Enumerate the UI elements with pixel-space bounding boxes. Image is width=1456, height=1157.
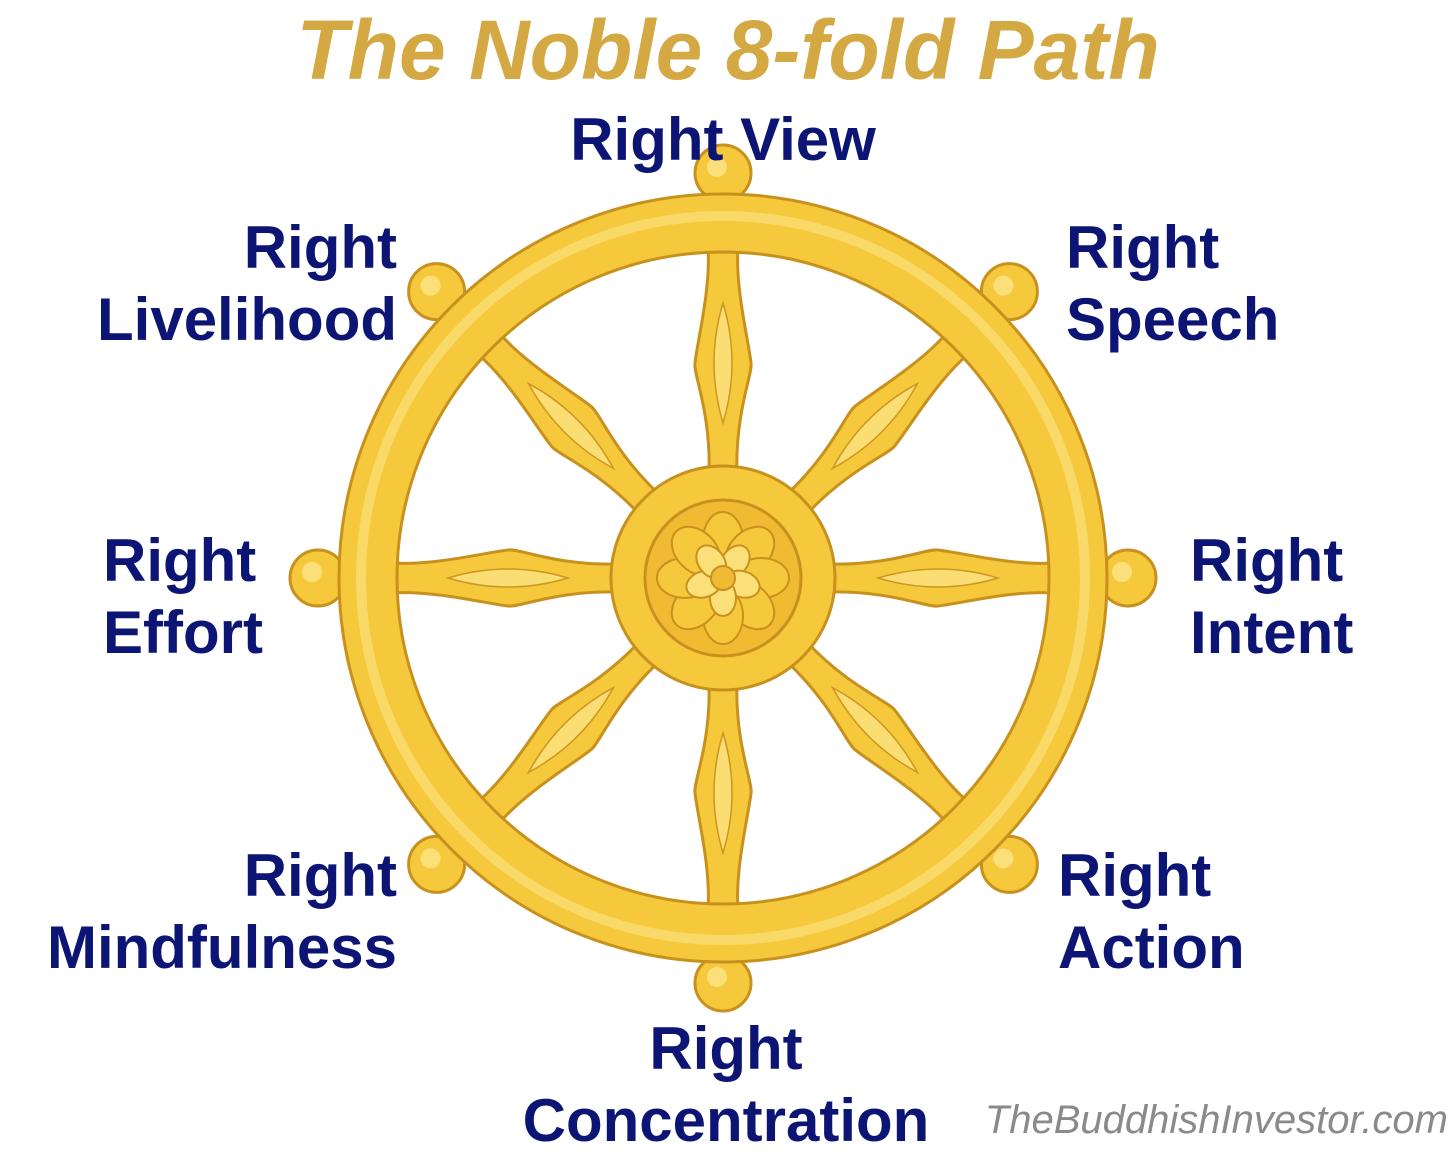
label-right-effort: Right Effort (103, 527, 263, 666)
watermark: TheBuddhishInvestor.com (984, 1098, 1448, 1142)
spoke-left (391, 548, 620, 608)
spoke-top (693, 246, 753, 475)
spoke-top-right (785, 331, 970, 516)
wheel-spokes (391, 246, 1055, 910)
wheel-rim (337, 192, 1109, 964)
wheel-knobs (288, 143, 1158, 1013)
lotus-flower-icon (656, 511, 790, 645)
wheel-hub (609, 464, 837, 692)
spoke-bottom-left (476, 640, 661, 825)
spoke-right (826, 548, 1055, 608)
knob-bottom (693, 953, 753, 1013)
spoke-top-left (476, 331, 661, 516)
label-right-mindfulness: Right Mindfulness (46, 842, 397, 981)
lotus-center (710, 565, 736, 591)
label-right-concentration: Right Concentration (522, 1015, 930, 1154)
label-right-action: Right Action (1058, 842, 1245, 981)
spoke-bottom-right (785, 640, 970, 825)
spoke-bottom (693, 681, 753, 910)
diagram-title: The Noble 8-fold Path (296, 3, 1160, 97)
label-right-speech: Right Speech (1066, 214, 1280, 353)
label-right-intent: Right Intent (1190, 527, 1354, 666)
label-right-view: Right View (570, 106, 876, 173)
label-right-livelihood: Right Livelihood (97, 214, 397, 353)
